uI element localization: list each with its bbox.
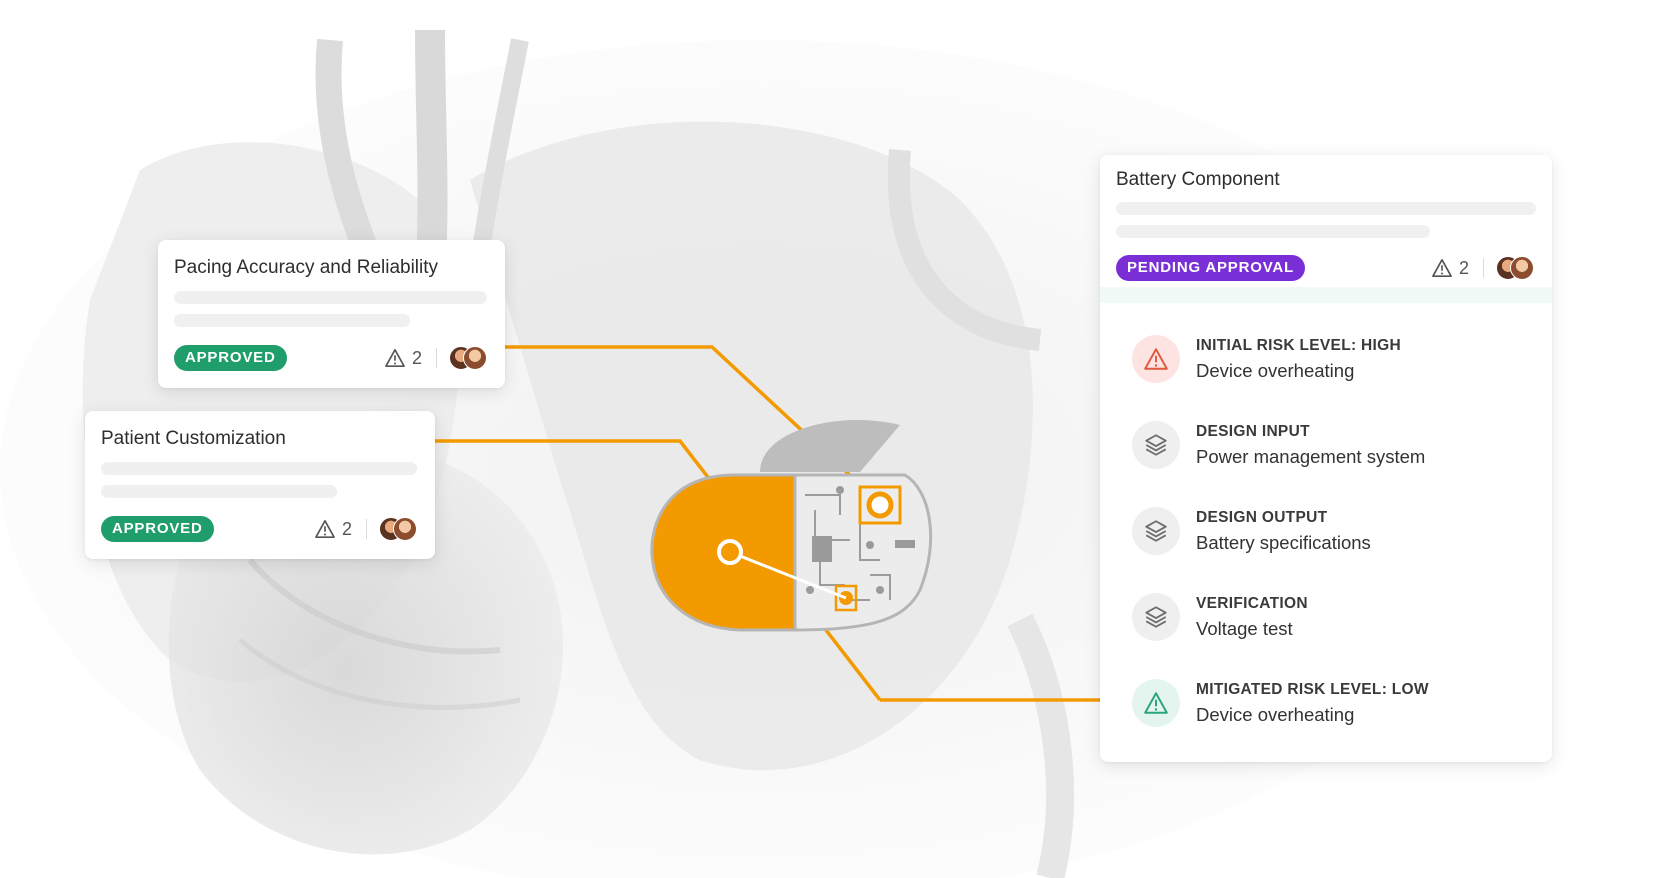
panel-title: Battery Component: [1116, 169, 1280, 190]
assignee-avatars[interactable]: [449, 346, 489, 370]
risk-item-label: INITIAL RISK LEVEL: HIGH: [1196, 336, 1401, 354]
warning-icon: [1144, 348, 1168, 370]
skeleton-line: [1116, 225, 1430, 238]
status-badge: PENDING APPROVAL: [1116, 255, 1305, 281]
risk-item-initial-risk[interactable]: INITIAL RISK LEVEL: HIGH Device overheat…: [1132, 335, 1401, 383]
status-badge: APPROVED: [101, 516, 214, 542]
divider: [436, 348, 437, 368]
card-meta: 2: [384, 345, 489, 371]
card-meta: 2: [314, 516, 419, 542]
avatar: [1510, 256, 1534, 280]
risk-item-value: Battery specifications: [1196, 531, 1371, 553]
avatar: [393, 517, 417, 541]
divider: [366, 519, 367, 539]
risk-icon-badge: [1132, 593, 1180, 641]
skeleton-line: [1116, 202, 1536, 215]
warning-icon: [1144, 692, 1168, 714]
risk-item-value: Voltage test: [1196, 617, 1293, 639]
risk-item-value: Power management system: [1196, 445, 1426, 467]
layers-icon: [1145, 520, 1167, 542]
panel-divider: [1100, 287, 1552, 303]
requirement-card-pacing-accuracy[interactable]: Pacing Accuracy and Reliability APPROVED…: [158, 240, 505, 388]
divider: [1483, 258, 1484, 278]
card-title: Pacing Accuracy and Reliability: [174, 257, 439, 278]
assignee-avatars[interactable]: [379, 517, 419, 541]
warning-icon: [1432, 259, 1452, 277]
assignee-avatars[interactable]: [1496, 256, 1536, 280]
risk-item-label: DESIGN INPUT: [1196, 422, 1310, 440]
panel-meta: 2: [1431, 255, 1536, 281]
pacemaker-device-illustration: [650, 420, 933, 632]
warning-icon: [385, 349, 405, 367]
warning-count: 2: [341, 518, 352, 539]
risk-item-value: Device overheating: [1196, 359, 1355, 381]
warning-count: 2: [411, 347, 422, 368]
risk-item-label: MITIGATED RISK LEVEL: LOW: [1196, 680, 1429, 698]
requirement-card-patient-customization[interactable]: Patient Customization APPROVED 2: [85, 411, 435, 559]
layers-icon: [1145, 434, 1167, 456]
risk-item-design-output[interactable]: DESIGN OUTPUT Battery specifications: [1132, 507, 1371, 555]
skeleton-line: [101, 485, 337, 498]
layers-icon: [1145, 606, 1167, 628]
skeleton-line: [174, 314, 410, 327]
avatar: [463, 346, 487, 370]
status-badge: APPROVED: [174, 345, 287, 371]
risk-item-value: Device overheating: [1196, 703, 1355, 725]
risk-item-label: DESIGN OUTPUT: [1196, 508, 1328, 526]
risk-icon-badge: [1132, 507, 1180, 555]
risk-item-label: VERIFICATION: [1196, 594, 1308, 612]
risk-icon-badge: [1132, 335, 1180, 383]
risk-item-mitigated-risk[interactable]: MITIGATED RISK LEVEL: LOW Device overhea…: [1132, 679, 1429, 727]
skeleton-line: [101, 462, 417, 475]
risk-item-design-input[interactable]: DESIGN INPUT Power management system: [1132, 421, 1425, 469]
skeleton-line: [174, 291, 487, 304]
risk-item-verification[interactable]: VERIFICATION Voltage test: [1132, 593, 1308, 641]
warning-count: 2: [1458, 257, 1469, 278]
battery-component-panel[interactable]: Battery Component PENDING APPROVAL 2 INI…: [1100, 155, 1552, 762]
warning-icon: [315, 520, 335, 538]
card-title: Patient Customization: [101, 428, 286, 449]
risk-icon-badge: [1132, 679, 1180, 727]
risk-icon-badge: [1132, 421, 1180, 469]
